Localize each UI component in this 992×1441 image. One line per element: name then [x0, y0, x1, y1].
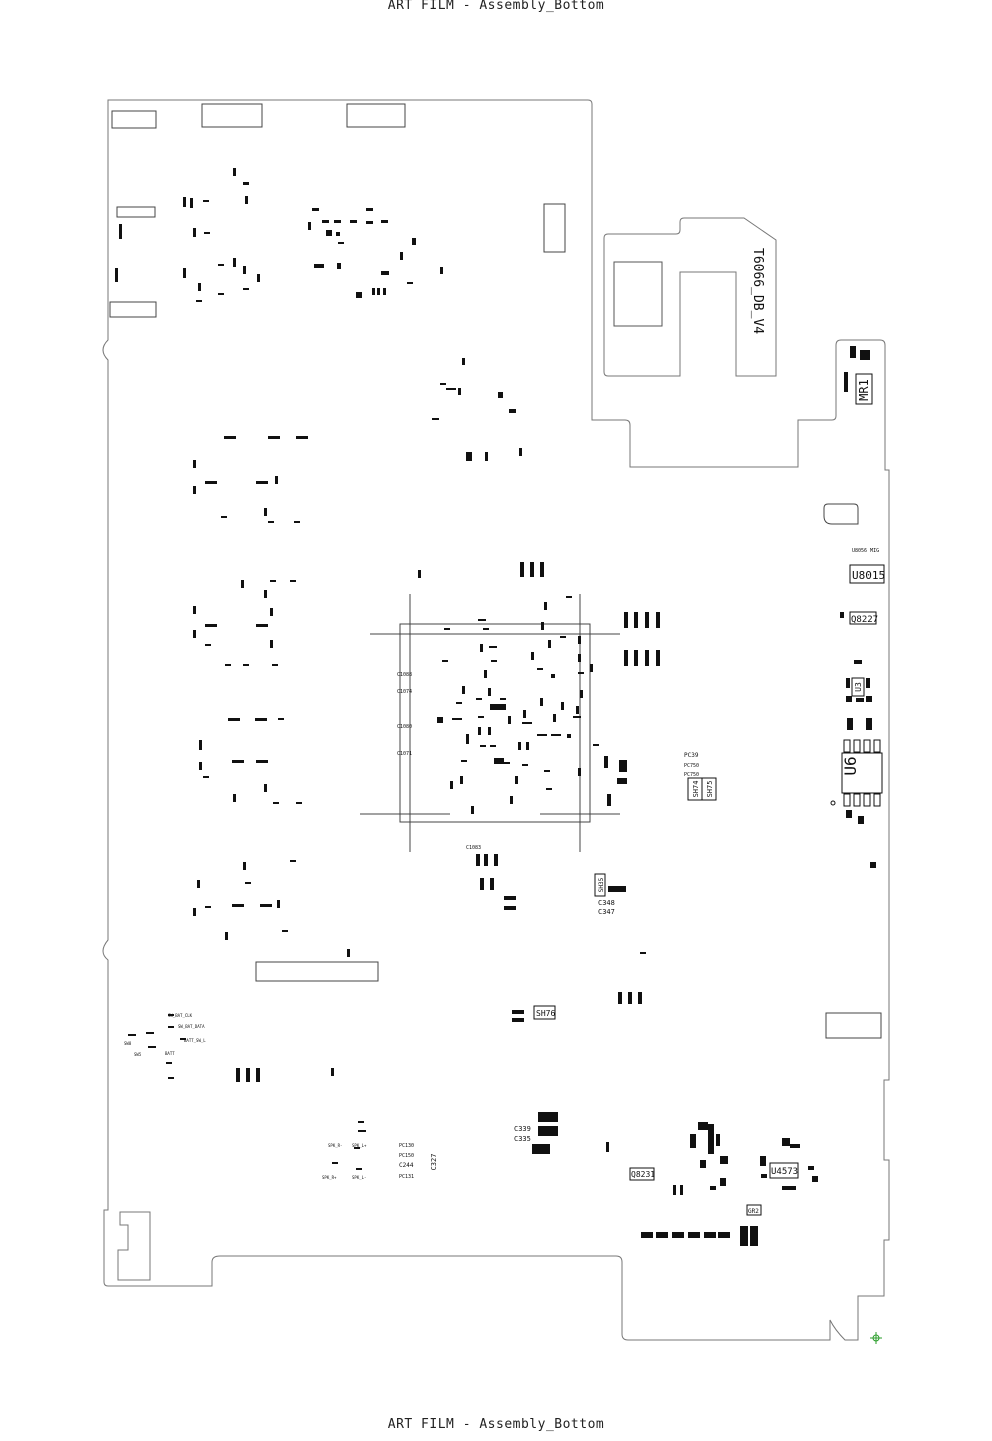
connector-pad	[109, 301, 157, 318]
spk-label: SPK_R-	[328, 1143, 342, 1148]
board-corner-cutout	[117, 1211, 151, 1281]
c1083-label: C1083	[466, 845, 481, 851]
sw8-label: SW8	[124, 1041, 132, 1046]
connector-pad	[116, 206, 156, 218]
pc150-label: PC150	[399, 1153, 414, 1159]
footer-title: ART FILM - Assembly_Bottom	[387, 1417, 605, 1432]
gr2-label: GR2	[748, 1208, 759, 1215]
u3-label: U3	[854, 682, 863, 692]
board-outline	[102, 99, 890, 1341]
sh35-label: SH35	[598, 877, 605, 892]
c1071-label: C1071	[397, 751, 412, 757]
pc130-label: PC130	[399, 1143, 414, 1149]
header-title: ART FILM - Assembly_Bottom	[387, 0, 605, 13]
sh75-label: SH75	[706, 781, 714, 798]
sh76-label: SH76	[536, 1009, 555, 1018]
spk-label: SPK_R+	[322, 1175, 337, 1180]
c339-label: C339	[514, 1125, 531, 1133]
daughterboard-pad	[613, 261, 663, 327]
pc131-label: PC131	[399, 1174, 414, 1180]
c347-label: C347	[598, 908, 615, 916]
q8231-label: Q8231	[631, 1170, 655, 1179]
sw-bat-label: SW_BAT_DATA	[178, 1024, 205, 1029]
pc39-label: PC39	[684, 752, 699, 759]
board-ident: T6066_DB_V4	[750, 248, 765, 334]
u8015-ref: U8056 MIG	[852, 548, 879, 554]
spk-label: SPK_L-	[352, 1175, 366, 1180]
u6-chip: U6	[830, 739, 883, 807]
c244-label: C244	[399, 1162, 414, 1169]
c335-label: C335	[514, 1135, 531, 1143]
c1088-label: C1088	[397, 672, 412, 678]
connector-pad	[346, 103, 406, 128]
connector-pad	[823, 503, 859, 525]
batt-label: BATT	[165, 1051, 175, 1056]
fiducial-marker	[870, 1332, 882, 1344]
sw-bat-label: SW_BAT_CLK	[168, 1013, 193, 1018]
spk-label: SPK_L+	[352, 1143, 367, 1148]
connector-pad	[543, 203, 566, 253]
c1074-label: C1074	[397, 689, 412, 695]
sw5-label: SW5	[134, 1052, 142, 1057]
soc-keepout	[360, 594, 620, 852]
c327-label: C327	[430, 1154, 438, 1171]
connector-pad	[201, 103, 263, 128]
c1080-label: C1080	[397, 724, 412, 730]
mr1-label: MR1	[857, 379, 871, 401]
c348-label: C348	[598, 899, 615, 907]
sh74-label: SH74	[692, 781, 700, 798]
connector-pad	[111, 110, 157, 129]
pc750b-label: PC750	[684, 772, 699, 778]
connector-pad	[255, 961, 379, 982]
q8227-label: Q8227	[851, 615, 878, 625]
u4573-label: U4573	[771, 1167, 798, 1177]
u6-label: U6	[841, 756, 860, 775]
daughterboard-outline	[603, 217, 777, 377]
smd-components	[115, 168, 876, 1246]
pc750-label: PC750	[684, 763, 699, 769]
u8015-label: U8015	[852, 569, 885, 582]
connector-pad	[825, 1012, 882, 1039]
sw-bat-label: BATT_SW_L	[184, 1038, 206, 1043]
